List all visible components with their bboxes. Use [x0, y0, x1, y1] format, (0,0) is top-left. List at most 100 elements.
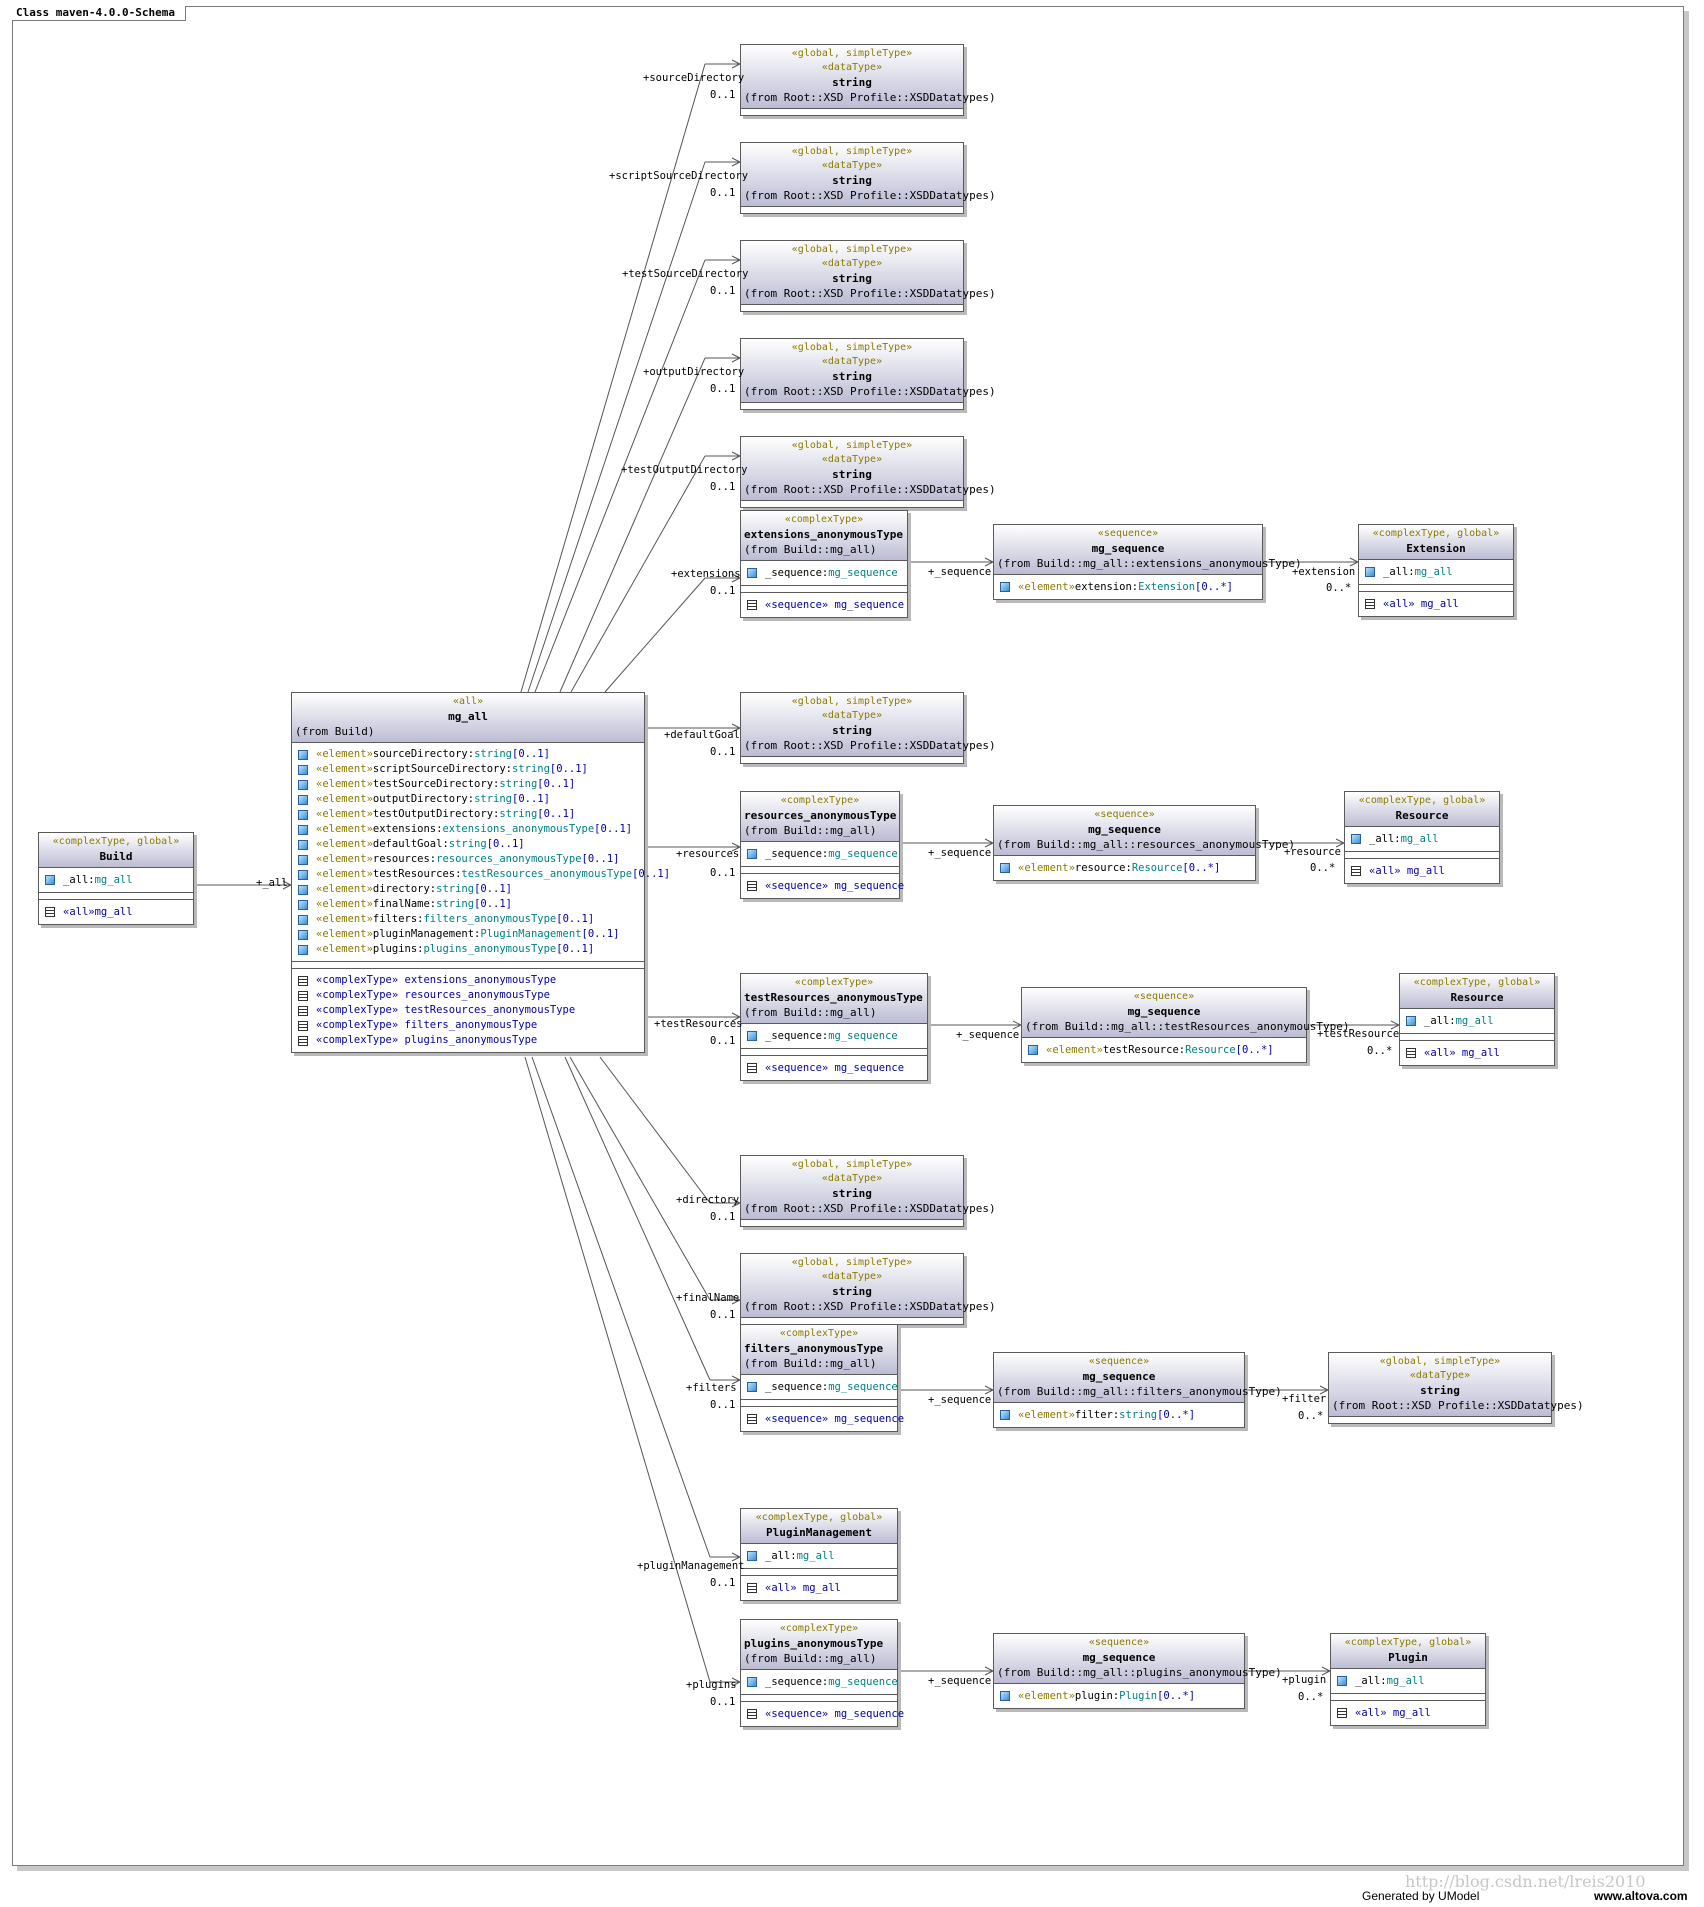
attribute-row[interactable]: _all:mg_all: [1406, 1013, 1550, 1029]
attribute-row[interactable]: _all:mg_all: [1351, 831, 1495, 847]
operation-row[interactable]: «sequence» mg_sequence: [747, 1706, 904, 1722]
string-datatype-box[interactable]: «global, simpleType»«dataType»string(fro…: [740, 1253, 996, 1325]
footer-site[interactable]: www.altova.com: [1594, 1889, 1688, 1903]
string-datatype-box[interactable]: «global, simpleType»«dataType»string(fro…: [740, 142, 996, 214]
sequence-box-resources[interactable]: «sequence»mg_sequence(from Build::mg_all…: [993, 805, 1295, 881]
string-datatype-box[interactable]: «global, simpleType»«dataType»string(fro…: [740, 1155, 996, 1227]
sequence-box-plugins[interactable]: «sequence»mg_sequence(from Build::mg_all…: [993, 1633, 1282, 1709]
element-row[interactable]: «element» extensions:extensions_anonymou…: [298, 822, 640, 837]
attribute-row[interactable]: _all:mg_all: [1365, 564, 1509, 580]
operation-text: «sequence» mg_sequence: [765, 1708, 905, 1720]
operation-row[interactable]: «all» mg_all: [747, 1580, 893, 1596]
element-row[interactable]: «element» resource:Resource[0..*]: [1000, 860, 1251, 876]
box-header: «complexType»testResources_anonymousType…: [741, 974, 927, 1024]
element-row[interactable]: «element» testSourceDirectory:string[0..…: [298, 777, 640, 792]
attribute-row[interactable]: _all:mg_all: [1337, 1673, 1481, 1689]
element-row[interactable]: «element» plugins:plugins_anonymousType[…: [298, 942, 640, 957]
attributes-compartment: _sequence:mg_sequence: [741, 842, 899, 867]
element-row[interactable]: «element» filters:filters_anonymousType[…: [298, 912, 640, 927]
attribute-row[interactable]: _sequence:mg_sequence: [747, 846, 898, 862]
operation-row[interactable]: «complexType» filters_anonymousType: [298, 1018, 640, 1033]
operation-row[interactable]: «all» mg_all: [1365, 596, 1509, 612]
element-row[interactable]: «element» testResource:Resource[0..*]: [1028, 1042, 1302, 1058]
string-datatype-box[interactable]: «global, simpleType»«dataType»string(fro…: [1328, 1352, 1584, 1424]
element-row[interactable]: «element» extension:Extension[0..*]: [1000, 579, 1258, 595]
element-row[interactable]: «element» testOutputDirectory:string[0..…: [298, 807, 640, 822]
attribute-name: _all:: [1424, 1015, 1456, 1027]
operation-row[interactable]: «complexType» extensions_anonymousType: [298, 973, 640, 988]
string-datatype-box[interactable]: «global, simpleType»«dataType»string(fro…: [740, 338, 996, 410]
string-datatype-box[interactable]: «global, simpleType»«dataType»string(fro…: [740, 436, 996, 508]
element-type: Resource: [1131, 862, 1183, 874]
sequence-box-filters[interactable]: «sequence»mg_sequence(from Build::mg_all…: [993, 1352, 1282, 1428]
association-line: [559, 357, 706, 693]
box-name: string: [832, 1285, 872, 1298]
anon-type-box-testResources[interactable]: «complexType»testResources_anonymousType…: [740, 973, 928, 1081]
association-line: [570, 455, 706, 693]
sequence-box-extensions[interactable]: «sequence»mg_sequence(from Build::mg_all…: [993, 524, 1302, 600]
global-type-box-resource1[interactable]: «complexType, global»Resource_all:mg_all…: [1344, 791, 1500, 884]
string-datatype-box[interactable]: «global, simpleType»«dataType»string(fro…: [740, 44, 996, 116]
box-name: mg_sequence: [1091, 542, 1165, 555]
operation-icon: [298, 1020, 308, 1031]
attribute-row[interactable]: _all:mg_all: [45, 872, 189, 888]
attribute-name: _sequence:: [765, 1030, 829, 1042]
string-datatype-box[interactable]: «global, simpleType»«dataType»string(fro…: [740, 692, 996, 764]
operation-row[interactable]: «sequence» mg_sequence: [747, 597, 904, 613]
box-stereotype: «dataType»: [821, 1271, 883, 1282]
operation-row[interactable]: «all» mg_all: [1351, 863, 1495, 879]
operations-compartment: «all» mg_all: [741, 1576, 897, 1600]
global-type-box-resource2[interactable]: «complexType, global»Resource_all:mg_all…: [1399, 973, 1555, 1066]
operation-row[interactable]: «all» mg_all: [1406, 1045, 1550, 1061]
attribute-row[interactable]: _all:mg_all: [747, 1548, 893, 1564]
sequence-box-testResources[interactable]: «sequence»mg_sequence(from Build::mg_all…: [1021, 987, 1350, 1063]
role-label: +scriptSourceDirectory: [609, 170, 749, 182]
multiplicity-label: 0..1: [710, 285, 736, 297]
element-row[interactable]: «element» defaultGoal:string[0..1]: [298, 837, 640, 852]
multiplicity-label: 0..1: [710, 1035, 736, 1047]
role-label: +extension: [1292, 566, 1356, 578]
element-row[interactable]: «element» sourceDirectory:string[0..1]: [298, 747, 640, 762]
operation-row[interactable]: «sequence» mg_sequence: [747, 878, 904, 894]
attribute-row[interactable]: _sequence:mg_sequence: [747, 565, 903, 581]
empty-compartment: [741, 1220, 963, 1226]
operation-row[interactable]: «all» mg_all: [1337, 1705, 1481, 1721]
global-type-box-extension[interactable]: «complexType, global»Extension_all:mg_al…: [1358, 524, 1514, 617]
operation-row[interactable]: «sequence» mg_sequence: [747, 1411, 904, 1427]
operations-compartment: «sequence» mg_sequence: [741, 1702, 904, 1726]
attribute-row[interactable]: _sequence:mg_sequence: [747, 1379, 898, 1395]
global-type-box-plugin[interactable]: «complexType, global»Plugin_all:mg_all«a…: [1330, 1633, 1486, 1726]
anon-type-box-resources[interactable]: «complexType»resources_anonymousType(fro…: [740, 791, 904, 899]
build-class-box[interactable]: «complexType, global»Build_all:mg_all«al…: [38, 832, 194, 925]
operation-row[interactable]: «sequence» mg_sequence: [747, 1060, 923, 1076]
element-row[interactable]: «element» testResources:testResources_an…: [298, 867, 670, 882]
element-row[interactable]: «element» scriptSourceDirectory:string[0…: [298, 762, 640, 777]
anon-type-box-extensions[interactable]: «complexType»extensions_anonymousType(fr…: [740, 510, 908, 618]
plugin-management-box[interactable]: «complexType, global»PluginManagement_al…: [740, 1508, 898, 1601]
operation-row[interactable]: «all» mg_all: [45, 904, 189, 920]
operation-row[interactable]: «complexType» testResources_anonymousTyp…: [298, 1003, 640, 1018]
element-row[interactable]: «element» directory:string[0..1]: [298, 882, 640, 897]
operation-row[interactable]: «complexType» resources_anonymousType: [298, 988, 640, 1003]
operation-row[interactable]: «complexType» plugins_anonymousType: [298, 1033, 640, 1048]
element-row[interactable]: «element» pluginManagement:PluginManagem…: [298, 927, 640, 942]
element-type: testResources_anonymousType: [461, 868, 633, 880]
element-stereotype: «element»: [316, 793, 373, 805]
anon-type-box-plugins[interactable]: «complexType»plugins_anonymousType(from …: [740, 1619, 904, 1727]
attribute-name: _all:: [1355, 1675, 1387, 1687]
element-row[interactable]: «element» plugin:Plugin[0..*]: [1000, 1688, 1240, 1704]
attribute-row[interactable]: _sequence:mg_sequence: [747, 1674, 898, 1690]
multiplicity-label: 0..*: [1310, 862, 1336, 874]
empty-compartment: [741, 305, 963, 311]
attribute-icon: [747, 1551, 757, 1561]
operation-name: mg_all: [94, 906, 133, 918]
string-datatype-box[interactable]: «global, simpleType»«dataType»string(fro…: [740, 240, 996, 312]
element-row[interactable]: «element» resources:resources_anonymousT…: [298, 852, 640, 867]
anon-type-box-filters[interactable]: «complexType»filters_anonymousType(from …: [740, 1324, 904, 1432]
mg-all-box[interactable]: «all»mg_all(from Build)«element» sourceD…: [291, 692, 670, 1053]
element-multiplicity: [0..1]: [594, 823, 633, 835]
attribute-row[interactable]: _sequence:mg_sequence: [747, 1028, 923, 1044]
element-row[interactable]: «element» outputDirectory:string[0..1]: [298, 792, 640, 807]
element-row[interactable]: «element» filter:string[0..*]: [1000, 1407, 1240, 1423]
element-row[interactable]: «element» finalName:string[0..1]: [298, 897, 640, 912]
